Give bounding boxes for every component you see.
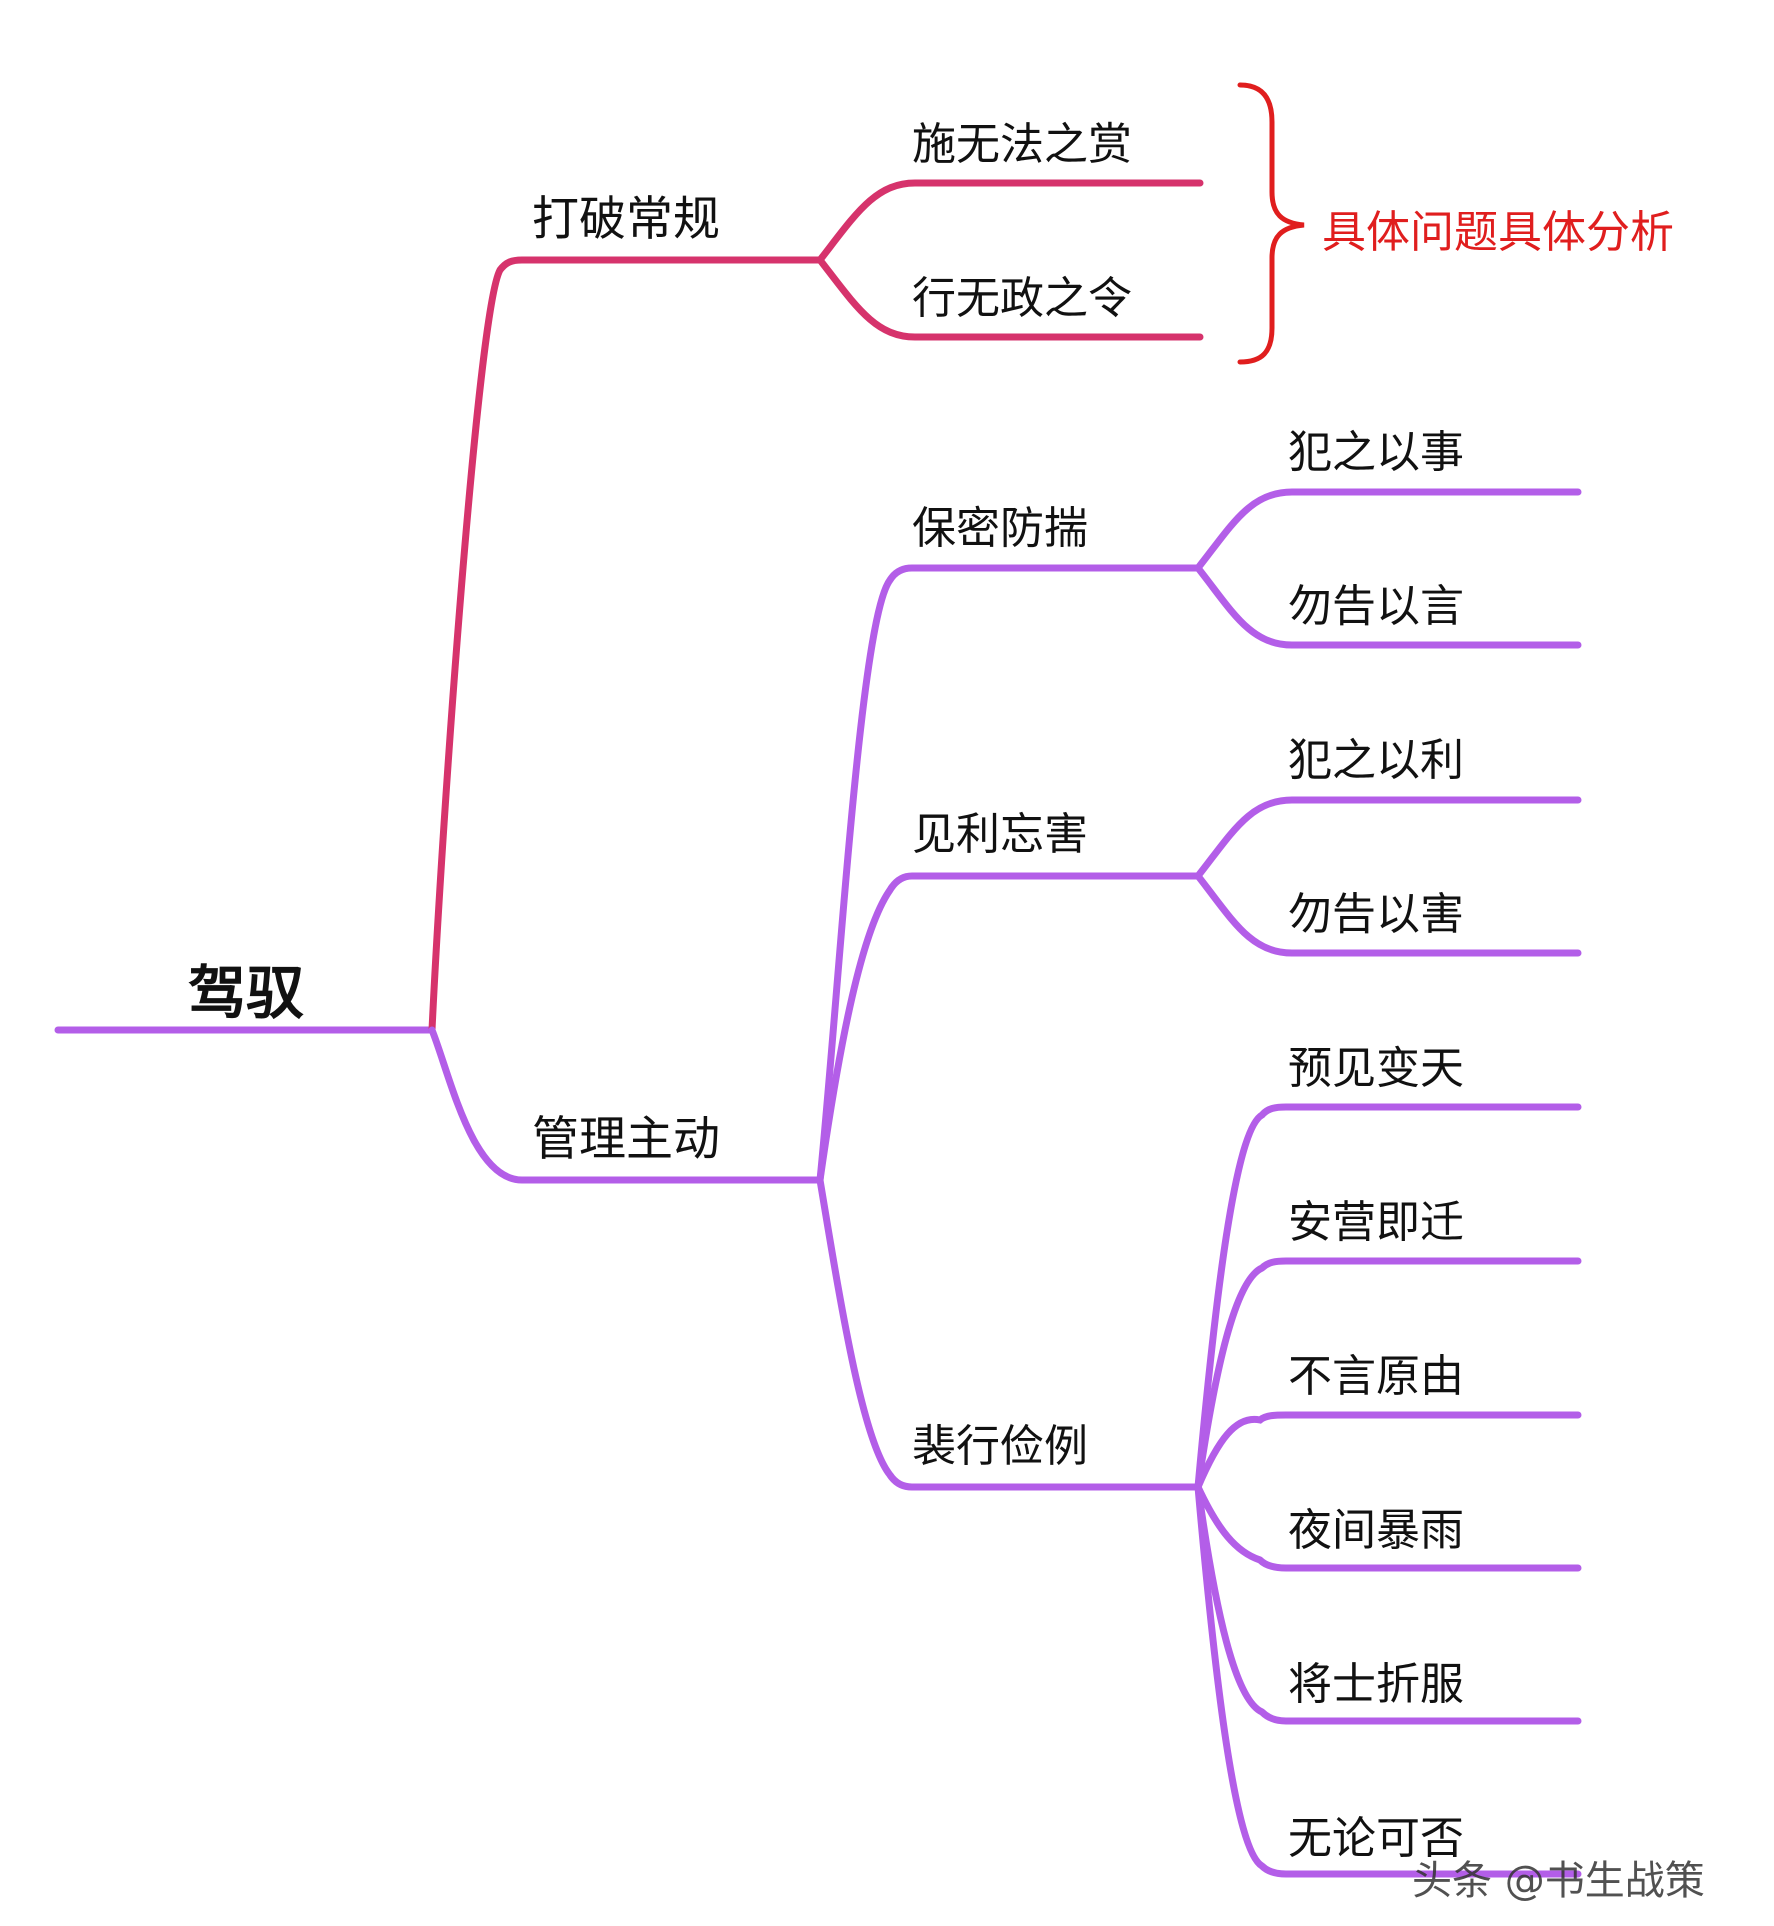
- connector-branch-2-child-1: [816, 564, 1202, 1184]
- watermark: 头条 @书生战策: [1412, 1858, 1705, 1904]
- root-node-label: 驾驭: [188, 959, 305, 1027]
- branch-2-child-2-label: 见利忘害: [912, 809, 1088, 860]
- leaf-label: 预见变天: [1288, 1043, 1464, 1094]
- connector-level2-3-child-3: [1194, 1411, 1582, 1491]
- connector-branch-2-child-3: [816, 1176, 1202, 1491]
- leaf-label: 不言原由: [1288, 1351, 1464, 1402]
- branch-2-child-3-label: 裴行俭例: [912, 1421, 1088, 1472]
- leaf-label: 勿告以言: [1288, 581, 1464, 632]
- connector-branch-1-child-1: [816, 179, 1204, 264]
- connector-root-to-branch-2: [428, 1026, 824, 1184]
- branch-1-label: 打破常规: [532, 192, 720, 247]
- connector-level2-1-child-2: [1194, 564, 1582, 649]
- connector-level2-2-child-1: [1194, 796, 1582, 880]
- connector-root-to-branch-1: [428, 256, 824, 1034]
- leaf-label: 勿告以害: [1288, 889, 1464, 940]
- leaf-label: 安营即迁: [1288, 1197, 1464, 1248]
- branch-2-child-1-label: 保密防揣: [912, 503, 1088, 554]
- connector-level2-3-child-5: [1194, 1483, 1582, 1725]
- leaf-label: 犯之以利: [1288, 735, 1464, 786]
- branch-2-label: 管理主动: [532, 1112, 720, 1167]
- leaf-label: 犯之以事: [1288, 427, 1464, 478]
- connector-branch-2-child-2: [816, 872, 1202, 1184]
- leaf-label: 无论可否: [1288, 1813, 1464, 1864]
- connector-level2-3-child-6: [1194, 1483, 1582, 1878]
- leaf-label: 夜间暴雨: [1288, 1505, 1464, 1556]
- leaf-label: 将士折服: [1288, 1659, 1464, 1710]
- connector-level2-1-child-1: [1194, 488, 1582, 572]
- annotation-label: 具体问题具体分析: [1322, 207, 1674, 258]
- branch-1-child-2-label: 行无政之令: [912, 273, 1132, 324]
- connector-level2-3-child-1: [1194, 1103, 1582, 1491]
- connector-level2-3-child-4: [1194, 1483, 1582, 1572]
- connector-level2-3-child-2: [1194, 1257, 1582, 1491]
- connector-branch-1-child-2: [816, 256, 1204, 341]
- branch-1-child-1-label: 施无法之赏: [912, 119, 1132, 170]
- connector-level2-2-child-2: [1194, 872, 1582, 957]
- annotation-brace: [1237, 82, 1305, 365]
